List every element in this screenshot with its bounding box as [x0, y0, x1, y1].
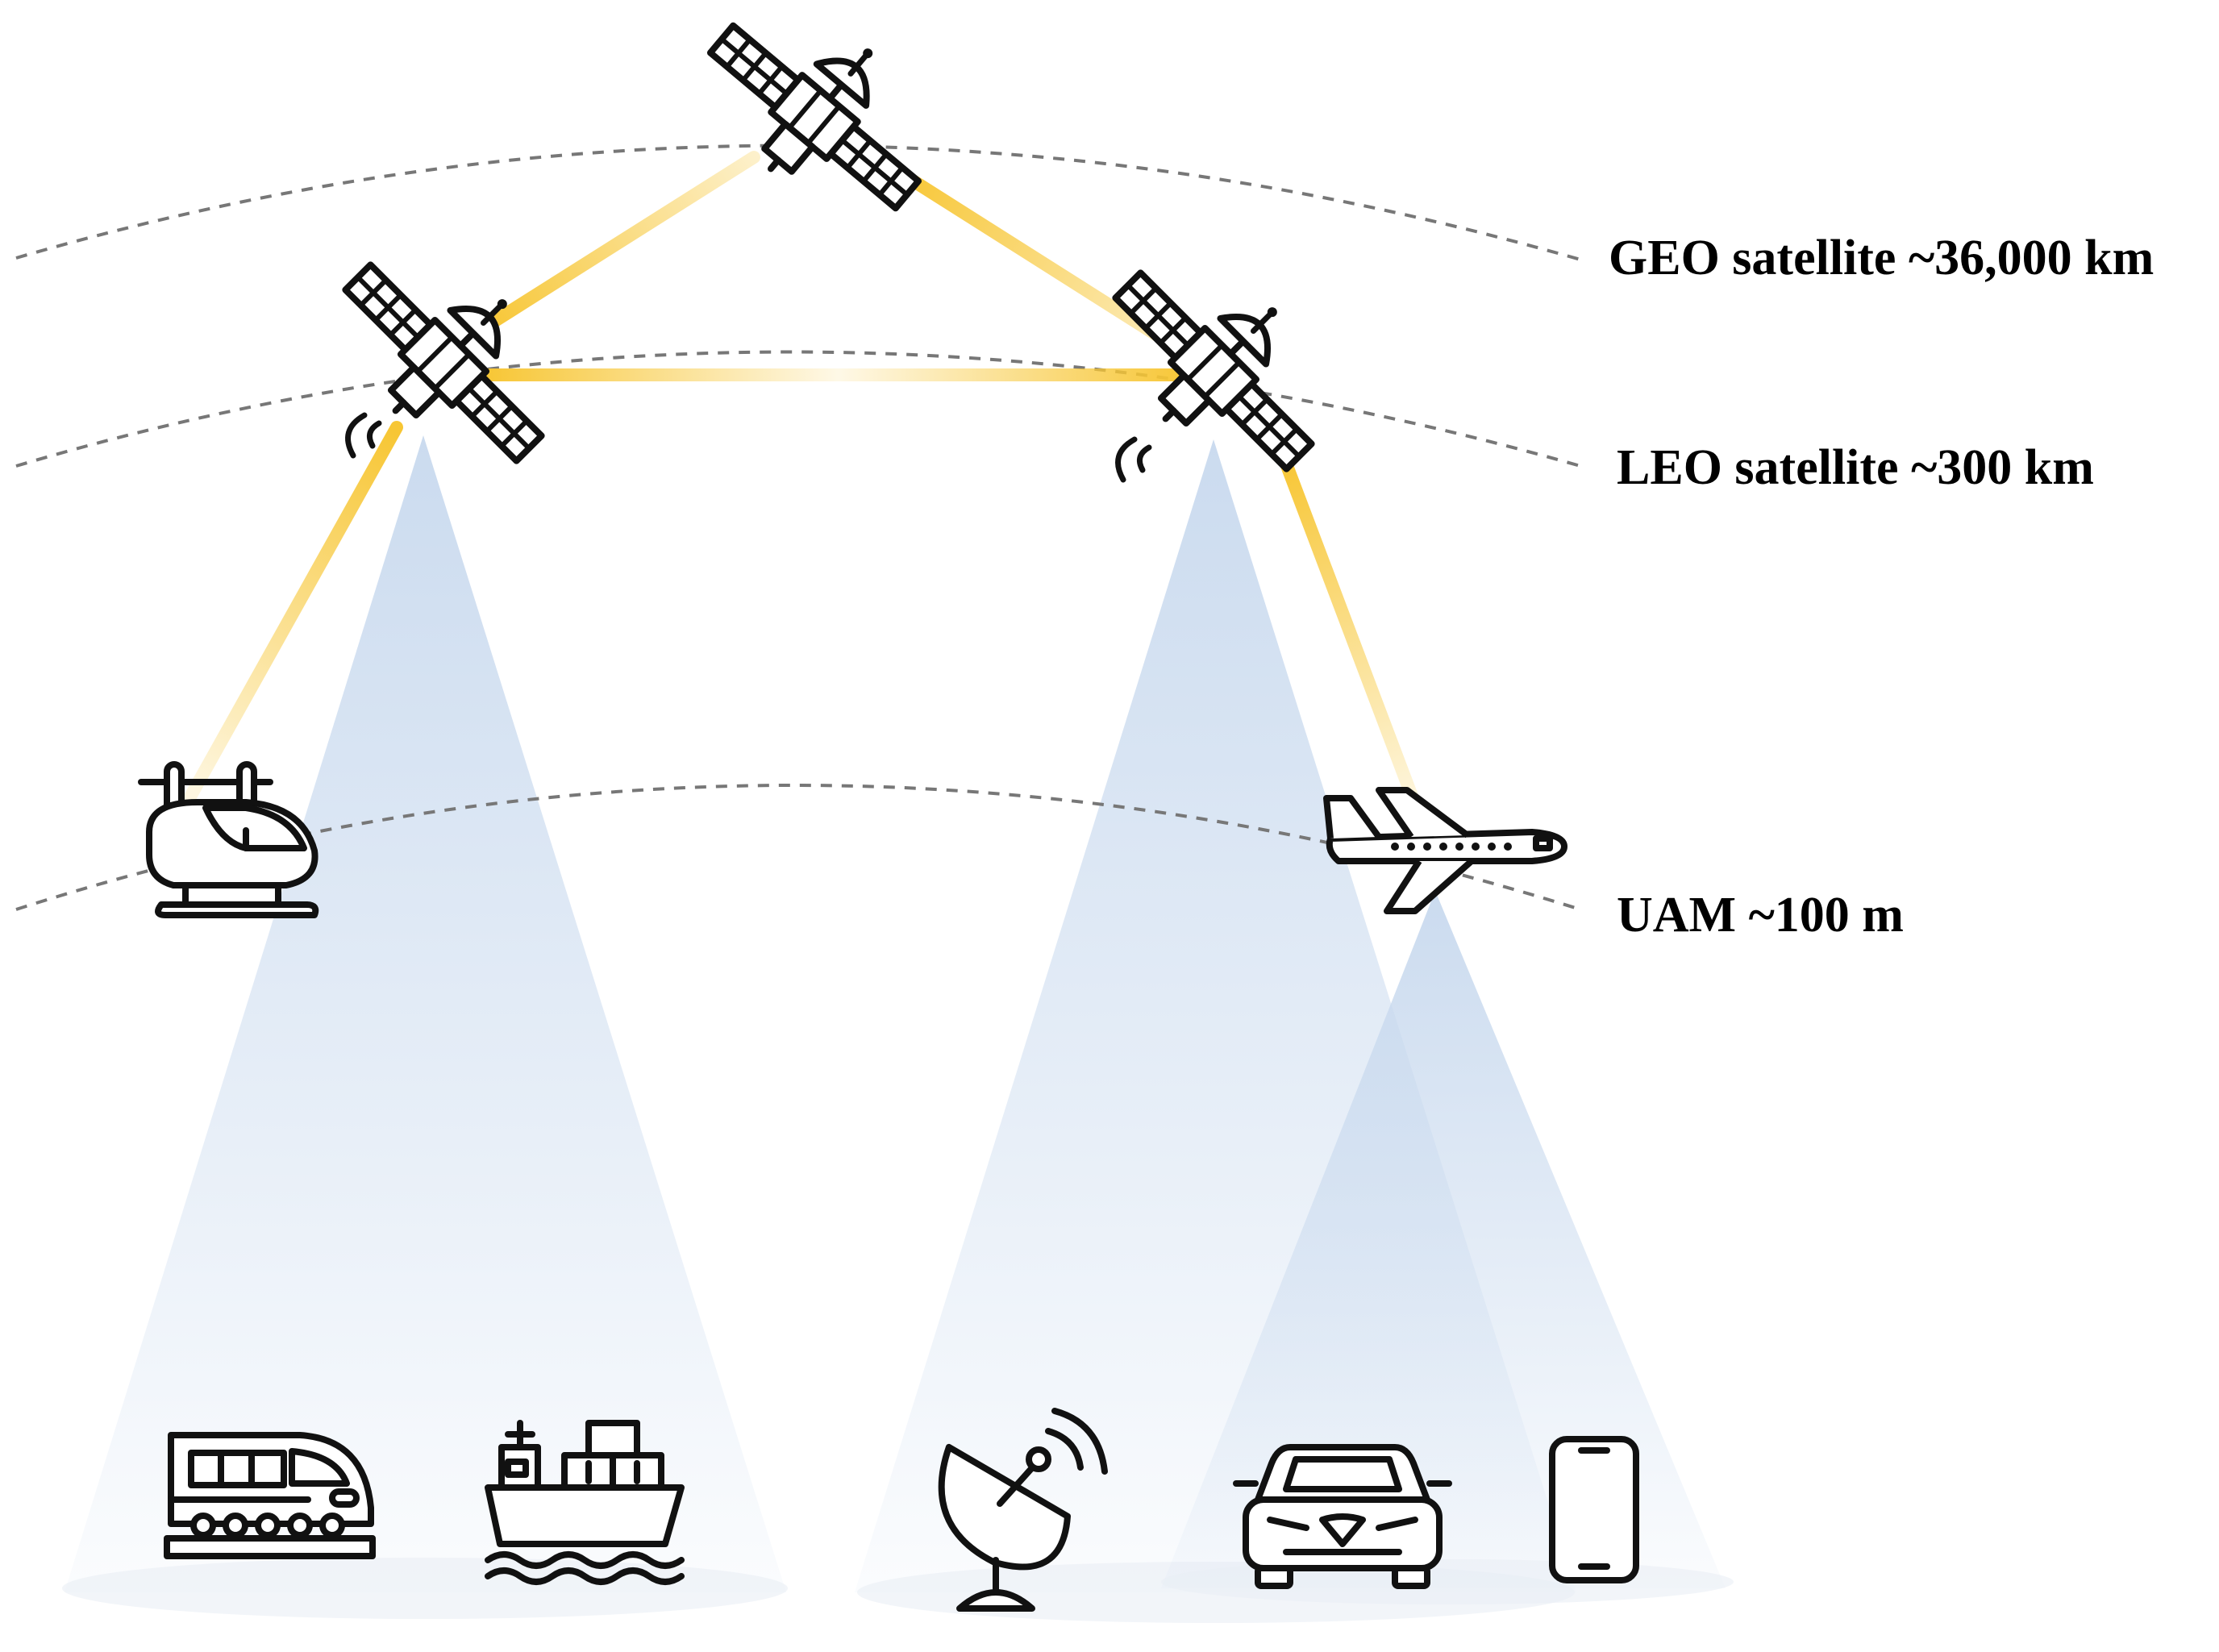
air-taxi-icon [138, 761, 319, 918]
leo-orbit-line [15, 350, 1581, 468]
train-icon [164, 1432, 376, 1559]
link-leo-right-to-airplane [1280, 457, 1422, 811]
car-icon [1233, 1444, 1452, 1589]
satellite-dish-icon [938, 1408, 1108, 1612]
beam-footprint-right [1161, 1559, 1734, 1604]
communication-links [183, 151, 1422, 811]
signal-waves-left [345, 412, 382, 459]
geo-orbit-label: GEO satellite ~36,000 km [1609, 231, 2154, 285]
signal-waves-right [1115, 436, 1152, 483]
beam-uam-airplane [1161, 891, 1726, 1588]
geo-satellite [678, 0, 964, 247]
beam-leo-left [65, 435, 786, 1592]
link-air-taxi-to-leo-left [183, 421, 403, 805]
coverage-beams [62, 435, 1734, 1623]
cargo-ship-icon [485, 1420, 685, 1585]
leo-orbit-label: LEO satellite ~300 km [1617, 440, 2094, 495]
uam-orbit-label: UAM ~100 m [1617, 888, 1904, 943]
airplane-icon [1323, 787, 1567, 914]
beam-footprint-left [62, 1558, 788, 1619]
smartphone-icon [1549, 1436, 1639, 1583]
link-leo-left-to-geo [476, 151, 760, 335]
